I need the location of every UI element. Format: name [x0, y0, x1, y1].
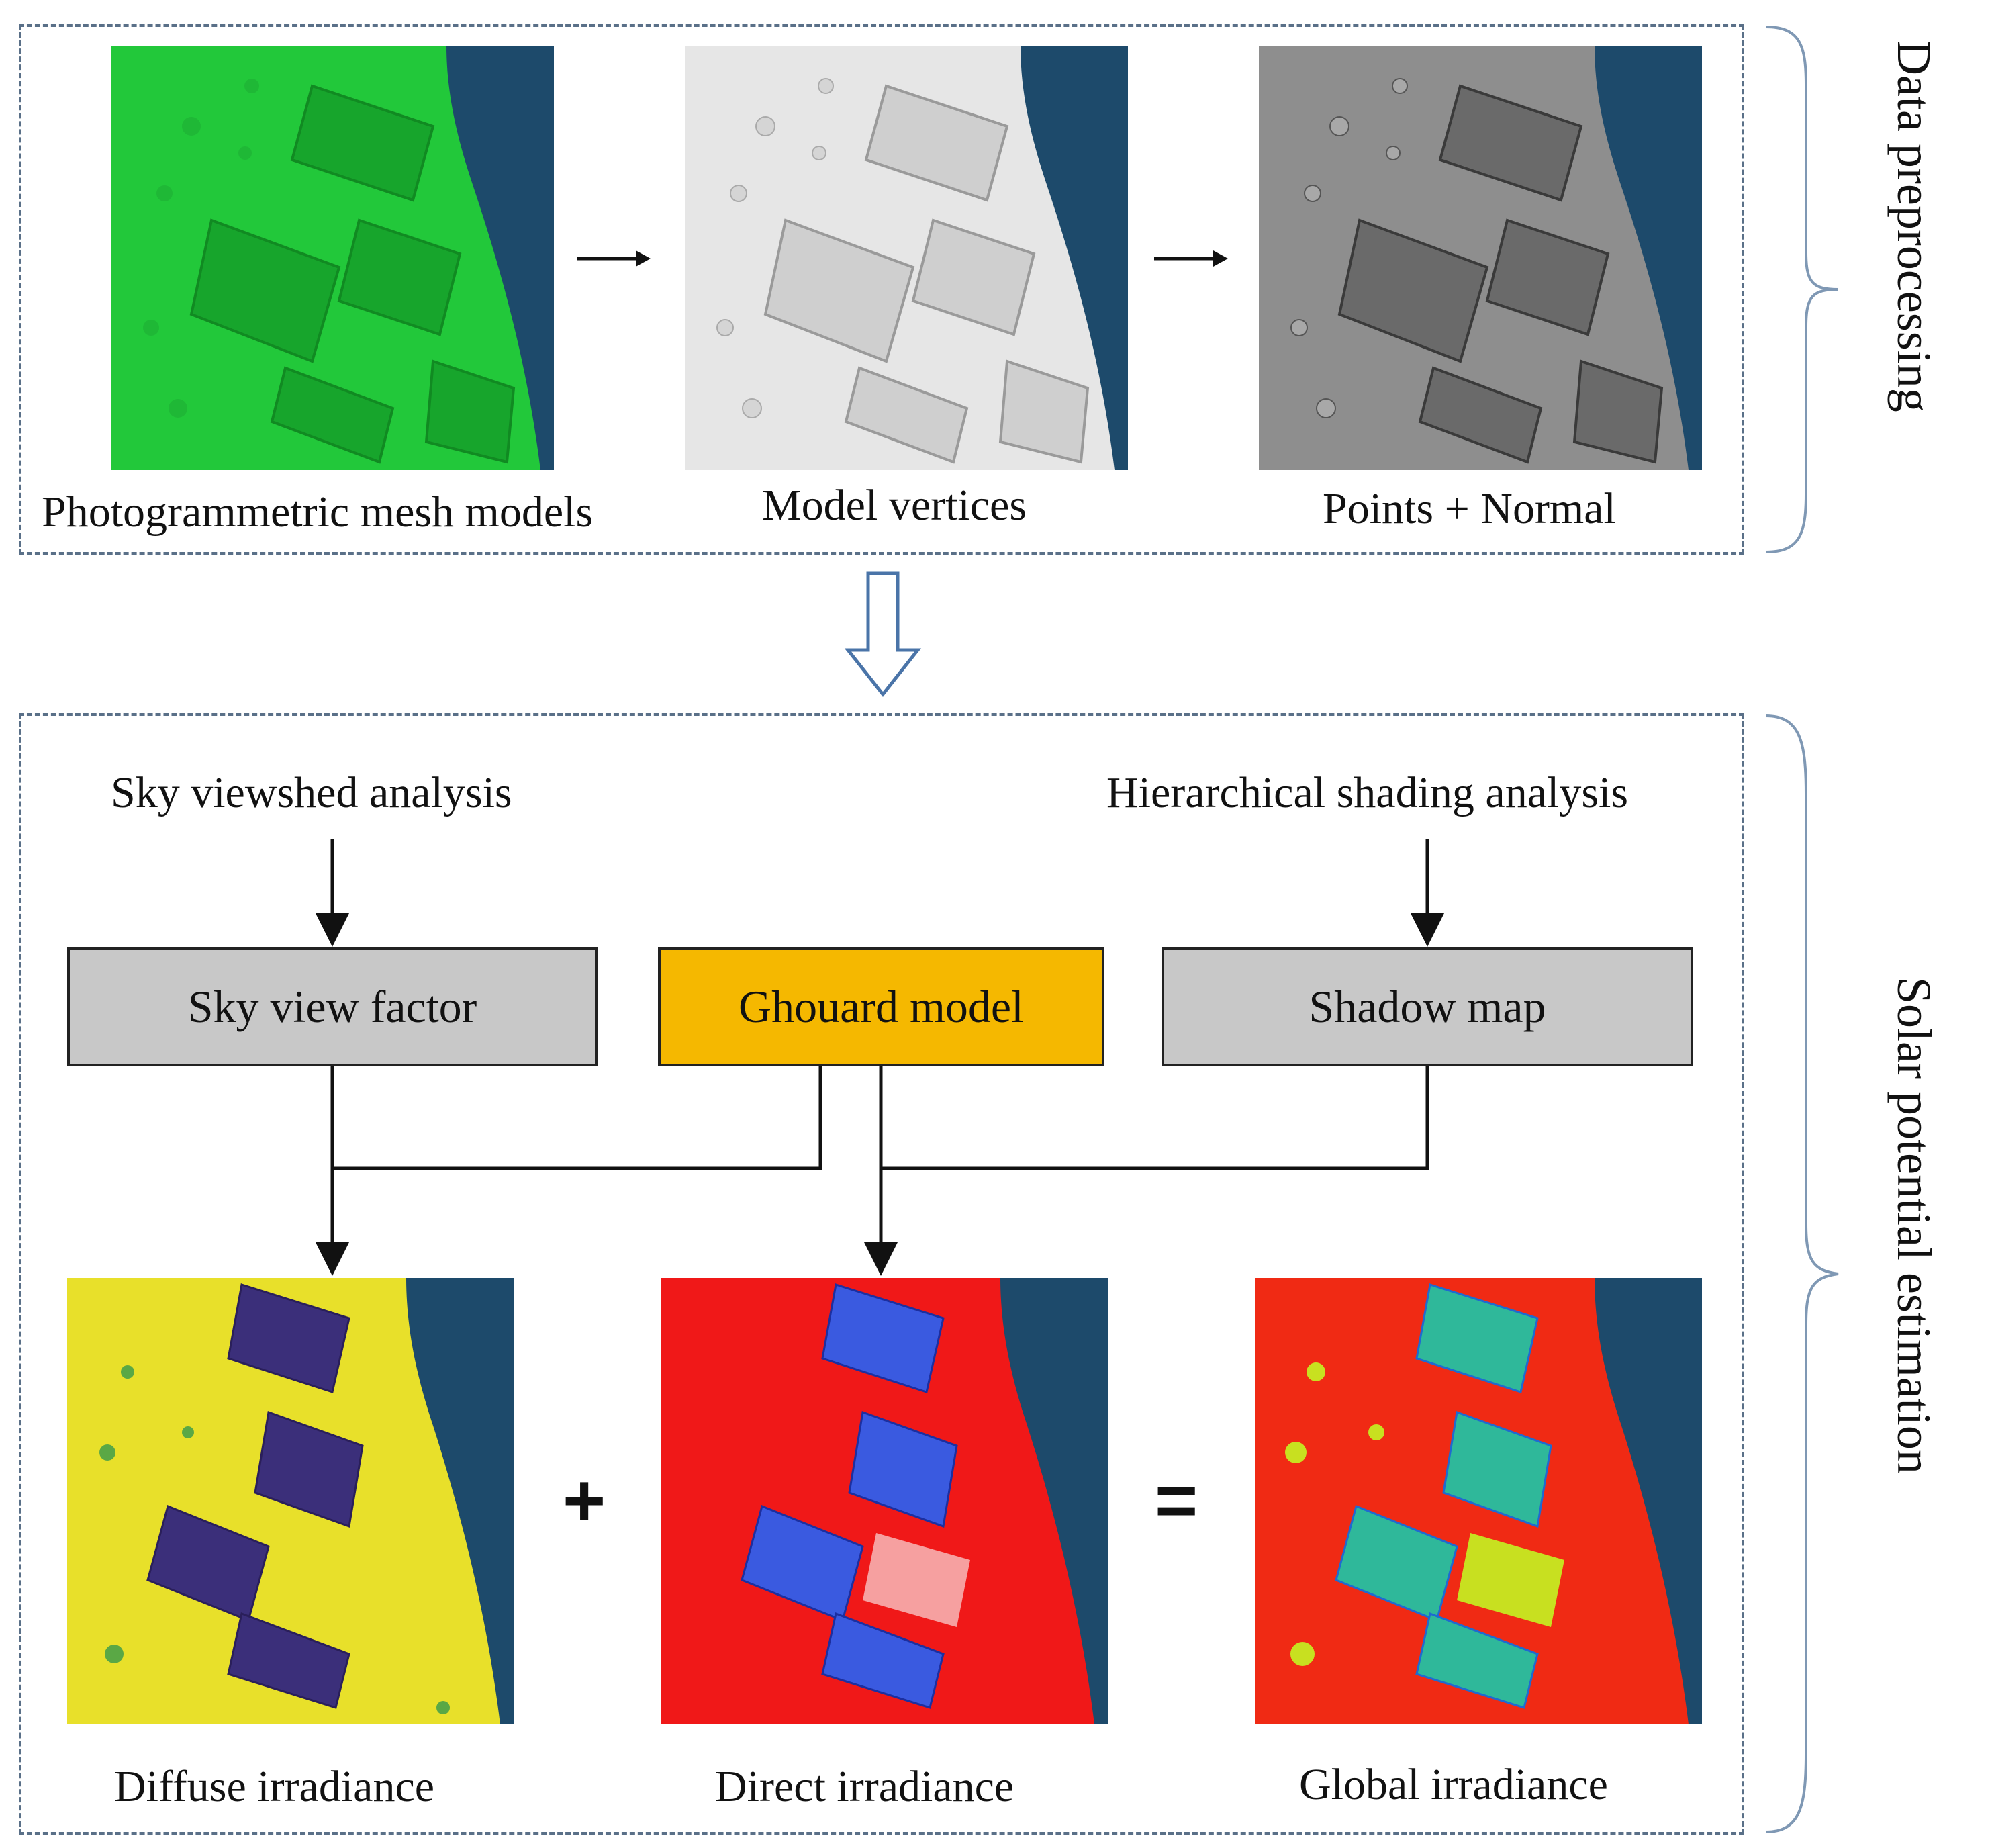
- sky-view-factor-box: Sky view factor: [67, 947, 598, 1066]
- global-irradiance-image: [1255, 1278, 1702, 1724]
- mesh-model-image: [111, 46, 554, 470]
- estimation-side-label: Solar potential estimation: [1887, 977, 1941, 1474]
- direct-irradiance-caption: Direct irradiance: [715, 1762, 1014, 1811]
- estimation-brace: [1765, 714, 1839, 1833]
- global-irradiance-caption: Global irradiance: [1299, 1760, 1608, 1809]
- preprocessing-brace: [1765, 26, 1839, 553]
- shadow-map-box: Shadow map: [1162, 947, 1693, 1066]
- estimation-frame: [19, 713, 1744, 1835]
- points-normal-caption: Points + Normal: [1323, 484, 1616, 533]
- mesh-model-caption: Photogrammetric mesh models: [42, 488, 594, 537]
- preprocessing-side-label: Data preprocessing: [1887, 40, 1941, 412]
- ghouard-model-box: Ghouard model: [658, 947, 1104, 1066]
- sky-viewshed-label: Sky viewshed analysis: [111, 768, 512, 817]
- hollow-down-arrow-icon: [844, 571, 922, 698]
- arrow-right-icon: [1154, 250, 1228, 267]
- points-normal-image: [1259, 46, 1702, 470]
- hierarchical-shading-label: Hierarchical shading analysis: [1106, 768, 1629, 817]
- diffuse-irradiance-caption: Diffuse irradiance: [114, 1762, 435, 1811]
- arrow-right-icon: [577, 250, 651, 267]
- equals-operator: =: [1155, 1459, 1198, 1542]
- diffuse-irradiance-image: [67, 1278, 514, 1724]
- model-vertices-image: [685, 46, 1128, 470]
- plus-operator: +: [563, 1459, 606, 1542]
- direct-irradiance-image: [661, 1278, 1108, 1724]
- model-vertices-caption: Model vertices: [762, 481, 1027, 530]
- preprocessing-frame: [19, 24, 1744, 555]
